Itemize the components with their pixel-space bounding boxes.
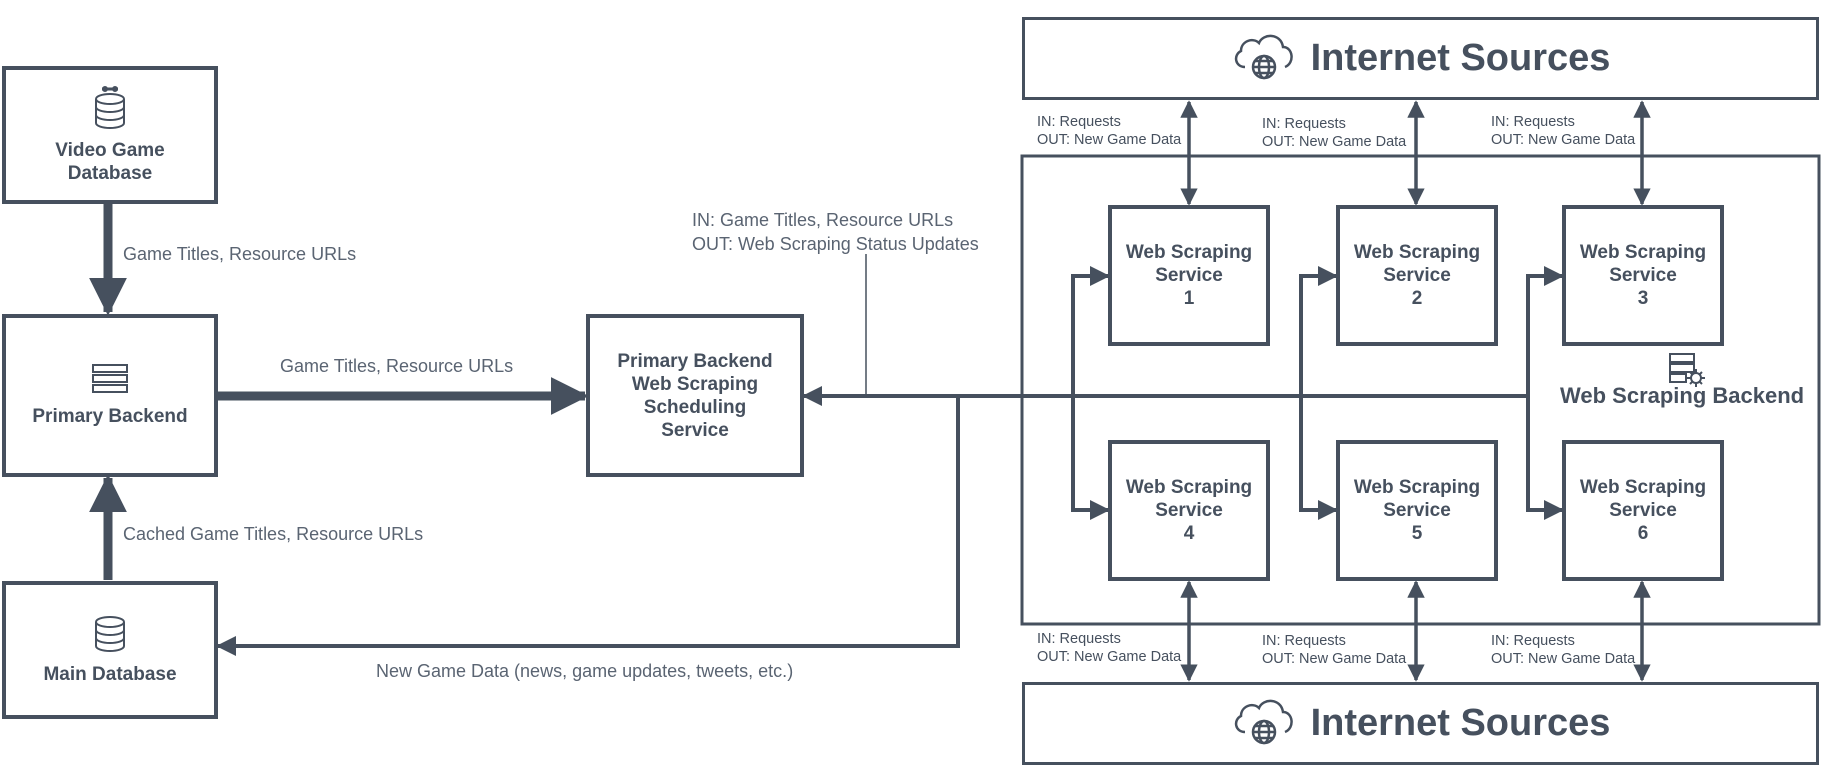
req-in-text: IN: Requests [1037,631,1121,647]
scheduler-out-text: OUT: Web Scraping Status Updates [692,234,979,254]
web-scraping-service-5[interactable]: Web Scraping Service 5 [1336,440,1498,581]
service-label: Service [1155,500,1223,521]
video-game-database-node[interactable]: Video Game Database [2,66,218,204]
edge-label-to-maindb: New Game Data (news, game updates, tweet… [376,661,794,681]
scheduler-io-label: IN: Game Titles, Resource URLs OUT: Web … [692,208,979,256]
web-scraping-service-2[interactable]: Web Scraping Service 2 [1336,205,1498,346]
service-label: Web Scraping [1353,477,1481,498]
req-out-text: OUT: New Game Data [1491,132,1636,148]
req-in-text: IN: Requests [1037,114,1121,130]
req-out-text: OUT: New Game Data [1037,132,1182,148]
service-label: Web Scraping [1125,477,1253,498]
req-in-text: IN: Requests [1491,633,1575,649]
video-game-database-label: Video Game Database [55,140,165,184]
req-in-text: IN: Requests [1491,114,1575,130]
primary-backend-label: Primary Backend [32,406,188,427]
service-label: Web Scraping [1353,242,1481,263]
service-label: Service [1155,265,1223,286]
internet-sources-top-label: Internet Sources [1310,37,1611,79]
request-label-bottom-1: IN: Requests OUT: New Game Data [1037,630,1181,666]
service-label: Web Scraping [1579,477,1707,498]
scheduler-label: Primary Backend Web Scraping Scheduling … [617,350,773,441]
cloud-globe-icon [1231,696,1297,751]
internet-sources-top[interactable]: Internet Sources [1022,17,1819,100]
req-out-text: OUT: New Game Data [1491,651,1636,667]
edge-label-maindb-to-backend: Cached Game Titles, Resource URLs [123,524,424,544]
service-label: Web Scraping [1125,242,1253,263]
service-label: Service [1609,500,1677,521]
web-scraping-service-1[interactable]: Web Scraping Service 1 [1108,205,1270,346]
service-label: Service [1383,265,1451,286]
path-to-main-db [216,396,960,656]
req-out-text: OUT: New Game Data [1037,649,1182,665]
service-label: Service [1383,500,1451,521]
scheduler-node[interactable]: Primary Backend Web Scraping Scheduling … [586,314,804,477]
server-gear-icon [1668,352,1708,393]
primary-backend-node[interactable]: Primary Backend [2,314,218,477]
service-number: 1 [1183,288,1195,309]
request-label-bottom-3: IN: Requests OUT: New Game Data [1491,632,1635,668]
service-label: Web Scraping [1579,242,1707,263]
web-scraping-service-3[interactable]: Web Scraping Service 3 [1562,205,1724,346]
service-number: 2 [1411,288,1423,309]
service-number: 6 [1637,523,1649,544]
service-number: 3 [1637,288,1649,309]
edge-label-backend-to-scheduler: Game Titles, Resource URLs [280,356,514,376]
req-in-text: IN: Requests [1262,116,1346,132]
request-label-top-1: IN: Requests OUT: New Game Data [1037,113,1181,149]
request-label-bottom-2: IN: Requests OUT: New Game Data [1262,632,1406,668]
service-number: 4 [1183,523,1195,544]
service-number: 5 [1411,523,1423,544]
edge-label-vgdb-to-backend: Game Titles, Resource URLs [123,244,357,264]
req-out-text: OUT: New Game Data [1262,651,1407,667]
req-out-text: OUT: New Game Data [1262,134,1407,150]
request-label-top-3: IN: Requests OUT: New Game Data [1491,113,1635,149]
main-database-label: Main Database [43,663,177,685]
request-label-top-2: IN: Requests OUT: New Game Data [1262,115,1406,151]
req-in-text: IN: Requests [1262,633,1346,649]
database-icon [92,615,128,659]
scheduler-in-text: IN: Game Titles, Resource URLs [692,210,954,230]
internet-sources-bottom[interactable]: Internet Sources [1022,682,1819,765]
server-stack-icon [91,363,129,401]
web-scraping-service-4[interactable]: Web Scraping Service 4 [1108,440,1270,581]
database-icon [92,85,128,135]
service-label: Service [1609,265,1677,286]
web-scraping-backend-title: Web Scraping Backend [1560,383,1805,408]
main-database-node[interactable]: Main Database [2,581,218,719]
web-scraping-service-6[interactable]: Web Scraping Service 6 [1562,440,1724,581]
internet-sources-bottom-label: Internet Sources [1310,702,1611,744]
cloud-globe-icon [1231,31,1297,86]
